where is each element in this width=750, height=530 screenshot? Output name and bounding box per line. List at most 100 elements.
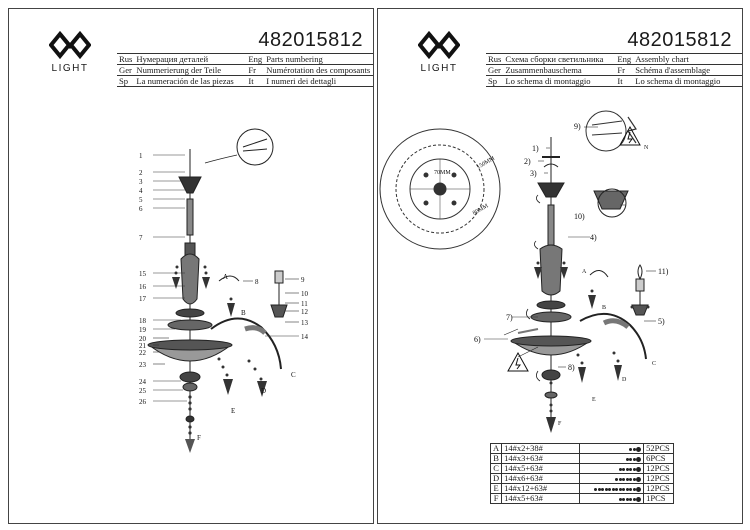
part-letter: D bbox=[622, 377, 627, 383]
bead-icon bbox=[629, 487, 633, 491]
assembly-step-labels: 1) 2) 3) 4) 5) 6) 7) 8) 9) 10) 11) A B C… bbox=[474, 122, 669, 427]
brand-logo: LIGHT bbox=[417, 29, 461, 81]
bead-icon bbox=[632, 477, 636, 481]
lang-text: Assembly chart bbox=[633, 53, 742, 65]
part-code: 14#x12+63# bbox=[501, 483, 581, 494]
bead-chain-illustration bbox=[579, 453, 645, 464]
step-label: 2) bbox=[524, 157, 531, 166]
part-quantity: 52PCS bbox=[643, 443, 675, 454]
part-quantity: 12PCS bbox=[643, 463, 675, 474]
exploded-chandelier-drawing: 1 2 3 4 5 6 7 15 16 17 18 19 20 21 22 23… bbox=[139, 128, 309, 453]
part-letter: B bbox=[241, 309, 246, 317]
bead-icon bbox=[622, 467, 626, 471]
step-label: 7) bbox=[506, 313, 513, 322]
bead-icon bbox=[629, 457, 633, 461]
part-code: 14#x6+63# bbox=[501, 473, 581, 484]
lang-text: Схема сборки светильника bbox=[503, 53, 616, 65]
part-quantity: 12PCS bbox=[643, 483, 675, 494]
bead-icon bbox=[636, 476, 642, 482]
bead-icon bbox=[632, 467, 636, 471]
part-number: 19 bbox=[139, 326, 147, 334]
bead-icon bbox=[622, 477, 626, 481]
part-quantity: 6PCS bbox=[643, 453, 675, 464]
leader-lines bbox=[153, 154, 299, 402]
part-number: 7 bbox=[139, 234, 143, 242]
lang-text: I numeri dei dettagli bbox=[264, 75, 373, 87]
part-letter: E bbox=[231, 407, 235, 415]
bead-chains bbox=[172, 265, 267, 453]
lang-text: Schéma d'assemblage bbox=[633, 64, 742, 76]
step-label: 9) bbox=[574, 122, 581, 131]
part-number: 16 bbox=[139, 283, 147, 291]
bead-icon bbox=[597, 487, 601, 491]
logo-mark-icon bbox=[417, 30, 461, 60]
parts-numbering-sheet: LIGHT 482015812 Rus Нумерация деталей En… bbox=[8, 8, 374, 524]
part-number: 4 bbox=[139, 187, 143, 195]
brand-name: LIGHT bbox=[51, 63, 89, 74]
bead-icon bbox=[625, 477, 629, 481]
lang-code: Rus bbox=[117, 53, 135, 65]
part-letter: D bbox=[489, 473, 503, 484]
bead-icon bbox=[636, 496, 642, 502]
logo-mark-icon bbox=[48, 30, 92, 60]
lang-text: La numeración de las piezas bbox=[134, 75, 247, 87]
wire-detail bbox=[204, 128, 274, 166]
bead-icon bbox=[632, 487, 636, 491]
part-letter: C bbox=[291, 371, 296, 379]
wiring-detail bbox=[585, 110, 637, 152]
chandelier-arm bbox=[210, 270, 288, 370]
lang-code: Fr bbox=[615, 64, 634, 76]
bead-icon bbox=[636, 456, 642, 462]
step-label: 8) bbox=[568, 363, 575, 372]
part-number: 21 bbox=[139, 342, 147, 350]
bead-icon bbox=[636, 466, 642, 472]
part-letter: D bbox=[261, 387, 266, 395]
part-number: 17 bbox=[139, 295, 147, 303]
part-number: 1 bbox=[139, 152, 143, 160]
part-number: 24 bbox=[139, 378, 147, 386]
part-quantity: 1PCS bbox=[643, 493, 675, 504]
language-row: Rus Нумерация деталей Eng Parts numberin… bbox=[117, 53, 373, 65]
bead-icon bbox=[611, 487, 615, 491]
bead-icon bbox=[608, 487, 612, 491]
part-number: 25 bbox=[139, 387, 147, 395]
step-label: 4) bbox=[590, 233, 597, 242]
part-number: 15 bbox=[139, 270, 147, 278]
part-number: 8 bbox=[255, 278, 259, 286]
bead-icon bbox=[594, 487, 598, 491]
part-number: 26 bbox=[139, 398, 147, 406]
rotation-arrows bbox=[526, 194, 541, 382]
assembly-drawing: 70MM 150MM 80MM N bbox=[379, 110, 669, 433]
electric-hazard-icon bbox=[619, 125, 641, 146]
part-letter: B bbox=[602, 305, 606, 311]
part-code: 14#x3+63# bbox=[501, 453, 581, 464]
bead-icon bbox=[618, 477, 622, 481]
bead-icon bbox=[629, 477, 633, 481]
bead-icon bbox=[632, 447, 636, 451]
lang-code: Eng bbox=[246, 53, 265, 65]
part-letter: A bbox=[223, 273, 228, 281]
language-row: Ger Zusammenbauschema Fr Schéma d'assemb… bbox=[486, 64, 742, 76]
lang-code: Ger bbox=[117, 64, 135, 76]
step-label: 5) bbox=[658, 317, 665, 326]
part-number: 6 bbox=[139, 205, 143, 213]
part-number: 14 bbox=[301, 333, 309, 341]
part-number: 12 bbox=[301, 308, 309, 316]
part-number: 22 bbox=[139, 349, 147, 357]
bead-icon bbox=[636, 446, 642, 452]
lang-text: Lo schema di montaggio bbox=[503, 75, 616, 87]
part-number: 11 bbox=[301, 300, 308, 308]
lang-code: Sp bbox=[117, 75, 135, 87]
language-row: Sp La numeración de las piezas It I nume… bbox=[117, 75, 373, 87]
step-label: 3) bbox=[530, 169, 537, 178]
bead-icon bbox=[636, 486, 642, 492]
bead-chain-illustration bbox=[579, 443, 645, 454]
part-letter: F bbox=[489, 493, 503, 504]
part-number: 2 bbox=[139, 169, 143, 177]
lang-code: Fr bbox=[246, 64, 265, 76]
lang-code: Rus bbox=[486, 53, 504, 65]
bead-icon bbox=[618, 497, 622, 501]
part-number: 13 bbox=[301, 319, 309, 327]
part-letter: E bbox=[592, 397, 596, 403]
